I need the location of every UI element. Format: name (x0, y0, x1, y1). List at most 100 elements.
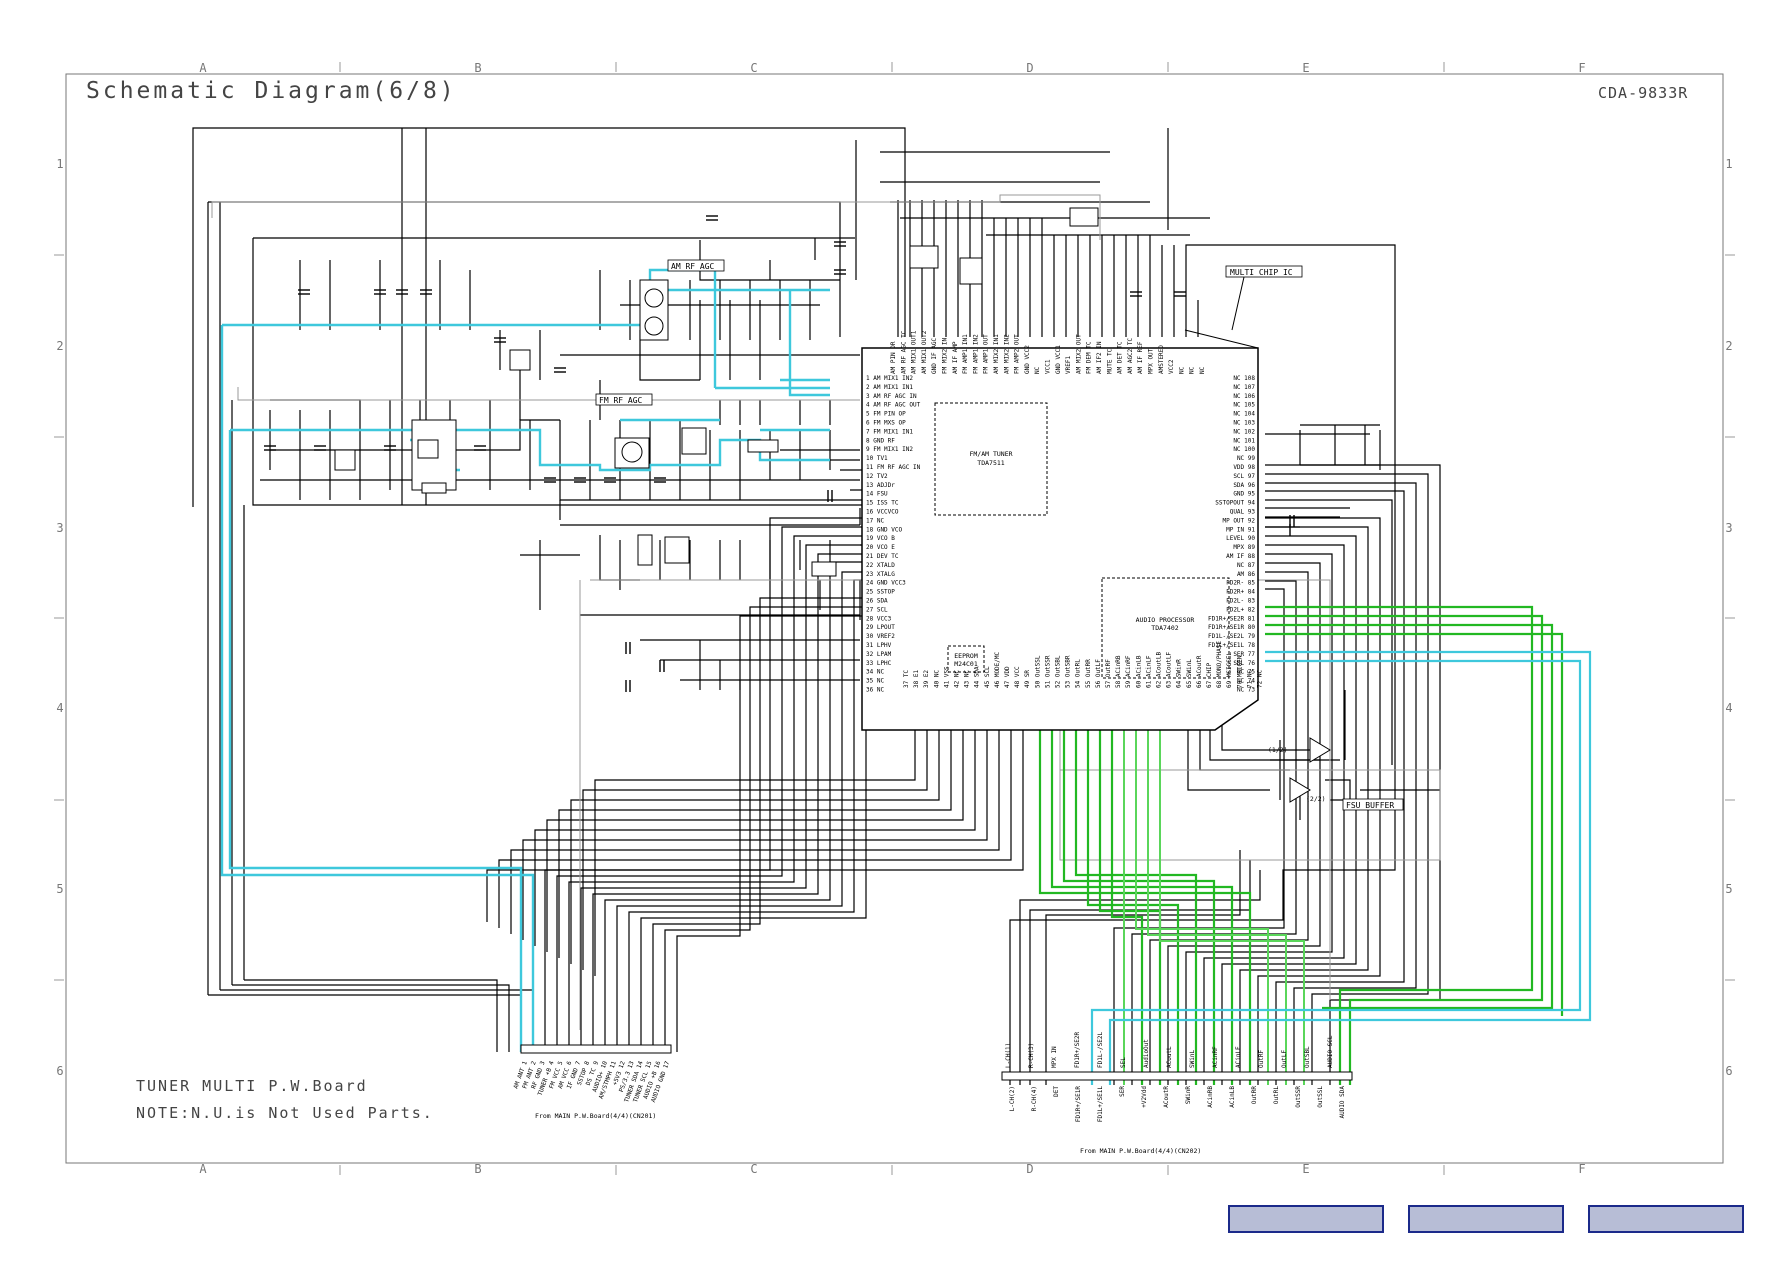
ic-pin-label: FD1L-/SE2L 79 (1208, 633, 1255, 640)
ic-pin-label: 27 SCL (866, 606, 888, 613)
audio-processor-label: AUDIO PROCESSOR (1136, 616, 1195, 624)
ic-pin-label: MP IN 91 (1226, 526, 1255, 533)
eeprom-block (947, 645, 985, 673)
ic-pin-label: AM MIX2 IN1 (993, 334, 1000, 374)
connector-pin-label: ACoutL (1166, 1046, 1173, 1068)
connector-pin-label: OutSBL (1304, 1046, 1311, 1068)
ic-pin-label: NC 102 (1233, 428, 1255, 435)
ic-pin-label: 42 NC (954, 670, 961, 688)
ic-pin-label: 48 VCC (1014, 666, 1021, 688)
board-name: TUNER MULTI P.W.Board (136, 1077, 368, 1095)
ic-pin-label: MP OUT 92 (1222, 517, 1255, 524)
connector-pin-label: FD1R+/SE1R (1075, 1086, 1082, 1123)
connector-pin-label: R-CH(4) (1031, 1086, 1038, 1111)
ic-pin-label: 23 XTALG (866, 571, 895, 578)
fm-rf-agc-label: FM RF AGC (599, 396, 643, 405)
model-number: CDA-9833R (1598, 84, 1689, 102)
ic-pin-label: 62 ACoutLB (1156, 651, 1163, 688)
connector-pin-label: OutLF (1281, 1050, 1288, 1068)
ic-pin-label: 66 ACoutR (1196, 655, 1203, 688)
ic-pin-label: NC 74 (1237, 678, 1255, 685)
ic-pin-label: 35 NC (866, 678, 884, 685)
row-label: 2 (1725, 339, 1732, 353)
ic-pin-label: FD1L+/SE1L 78 (1208, 642, 1255, 649)
connector-pin-label: ACinRB (1207, 1086, 1214, 1108)
col-label: A (199, 61, 207, 75)
ic-pin-label: 49 SR (1024, 670, 1031, 688)
ic-pin-label: AM MIX2 IN2 (1003, 334, 1010, 374)
ic-pin-label: AMSTEREO (1158, 345, 1165, 374)
ic-pin-label: MUTE TC (1106, 348, 1113, 374)
connector-pin-label: L-CH(1) (1005, 1043, 1012, 1068)
ic-pin-label: 57 OutRF (1105, 659, 1112, 688)
connector-pin-label: AUDIO SCL (1327, 1035, 1334, 1068)
ic-pin-label: NC 73 (1237, 687, 1255, 694)
ic-pin-label: 6 FM MXS OP (866, 420, 906, 427)
ic-pin-label: 51 OutSSR (1044, 655, 1051, 688)
left-connector-caption: From MAIN P.W.Board(4/4)(CN201) (535, 1112, 656, 1120)
ic-pin-label: NC 105 (1233, 402, 1255, 409)
ic-pin-label: 5 FM PIN OP (866, 411, 906, 418)
ic-pin-label: 13 ADJDr (866, 482, 895, 489)
ic-pin-label: 68 MONO/PHASE (1216, 641, 1223, 688)
ic-pin-label: 40 NC (933, 670, 940, 688)
ic-pin-label: FM AMP1 IN1 (962, 334, 969, 374)
ic-pin-label: 59 ACinRF (1125, 655, 1132, 688)
connector-pin-label: OutRL (1273, 1086, 1280, 1104)
ic-pin-label: AM MIX1 OUT1 (911, 330, 918, 374)
ic-pin-label: AM DET TC (1117, 341, 1124, 374)
multi-chip-ic-label: MULTI CHIP IC (1230, 268, 1293, 277)
row-label: 6 (1725, 1064, 1732, 1078)
ic-pin-label: 54 OutRL (1075, 659, 1082, 688)
connector-pin-label: OutSSR (1295, 1086, 1302, 1108)
ic-pin-label: 72 NC (1257, 670, 1264, 688)
row-label: 6 (56, 1064, 63, 1078)
ic-pin-label: AM MIX1 OUT2 (921, 330, 928, 374)
col-label: D (1026, 61, 1033, 75)
capacitor-markers (264, 215, 1295, 692)
row-label: 3 (1725, 521, 1732, 535)
ic-pin-label: FM DEM TC (1086, 341, 1093, 374)
ic-pin-label: FD2L+ 82 (1226, 606, 1255, 613)
ic-pin-label: 44 SDA (974, 666, 981, 688)
opamp-symbols (1289, 737, 1331, 803)
opamp-1-label: (1/2) (1268, 746, 1288, 754)
ic-pin-label: 21 DEV TC (866, 553, 899, 560)
connector-pin-label: AUDIO SDA (1339, 1086, 1346, 1119)
ic-pin-label: 2 AM MIX1 IN1 (866, 384, 913, 391)
ic-pin-label: AM 86 (1237, 571, 1255, 578)
ic-pin-label: MPX OUT (1148, 348, 1155, 374)
ic-pin-label: 26 SDA (866, 598, 888, 605)
ic-pin-label: 28 VCC3 (866, 615, 892, 622)
ic-pin-label: NC 87 (1237, 562, 1255, 569)
index-button[interactable] (1408, 1205, 1564, 1233)
ic-pin-label: NC 75 (1237, 669, 1255, 676)
ic-pin-label: VCC2 (1168, 359, 1175, 374)
row-label: 4 (56, 701, 63, 715)
ic-pin-label: 63 ACoutLF (1166, 651, 1173, 688)
connector-pin-label: L-CH(2) (1009, 1086, 1016, 1111)
connector-pin-label: ACinLF (1235, 1046, 1242, 1068)
ic-pin-label: 19 VCO B (866, 535, 895, 542)
multi-chip-ic (861, 329, 1259, 731)
ic-pin-label: 34 NC (866, 669, 884, 676)
ic-pin-label: FM AMP1 IN2 (972, 334, 979, 374)
ic-pin-label: LEVEL 90 (1226, 535, 1255, 542)
ic-pin-label: 65 SWinL (1186, 659, 1193, 688)
col-label: C (750, 61, 757, 75)
next-page-button[interactable] (1588, 1205, 1744, 1233)
ic-pin-label: 70 MSIGEN (1236, 655, 1243, 688)
connector-pin-label: OutSSL (1317, 1086, 1324, 1108)
ic-pin-label: SSTOPOUT 94 (1215, 500, 1255, 507)
prev-page-button[interactable] (1228, 1205, 1384, 1233)
tuner-block (934, 402, 1048, 516)
shield-outline (211, 194, 1441, 1030)
audio-processor-part: TDA7402 (1151, 624, 1178, 632)
ic-pin-label: GND IF AGC (931, 337, 938, 374)
ic-pin-label: 10 TV1 (866, 455, 888, 462)
ic-pin-label: 71 NC (1246, 670, 1253, 688)
ic-pin-label: 60 ACinLB (1135, 655, 1142, 688)
